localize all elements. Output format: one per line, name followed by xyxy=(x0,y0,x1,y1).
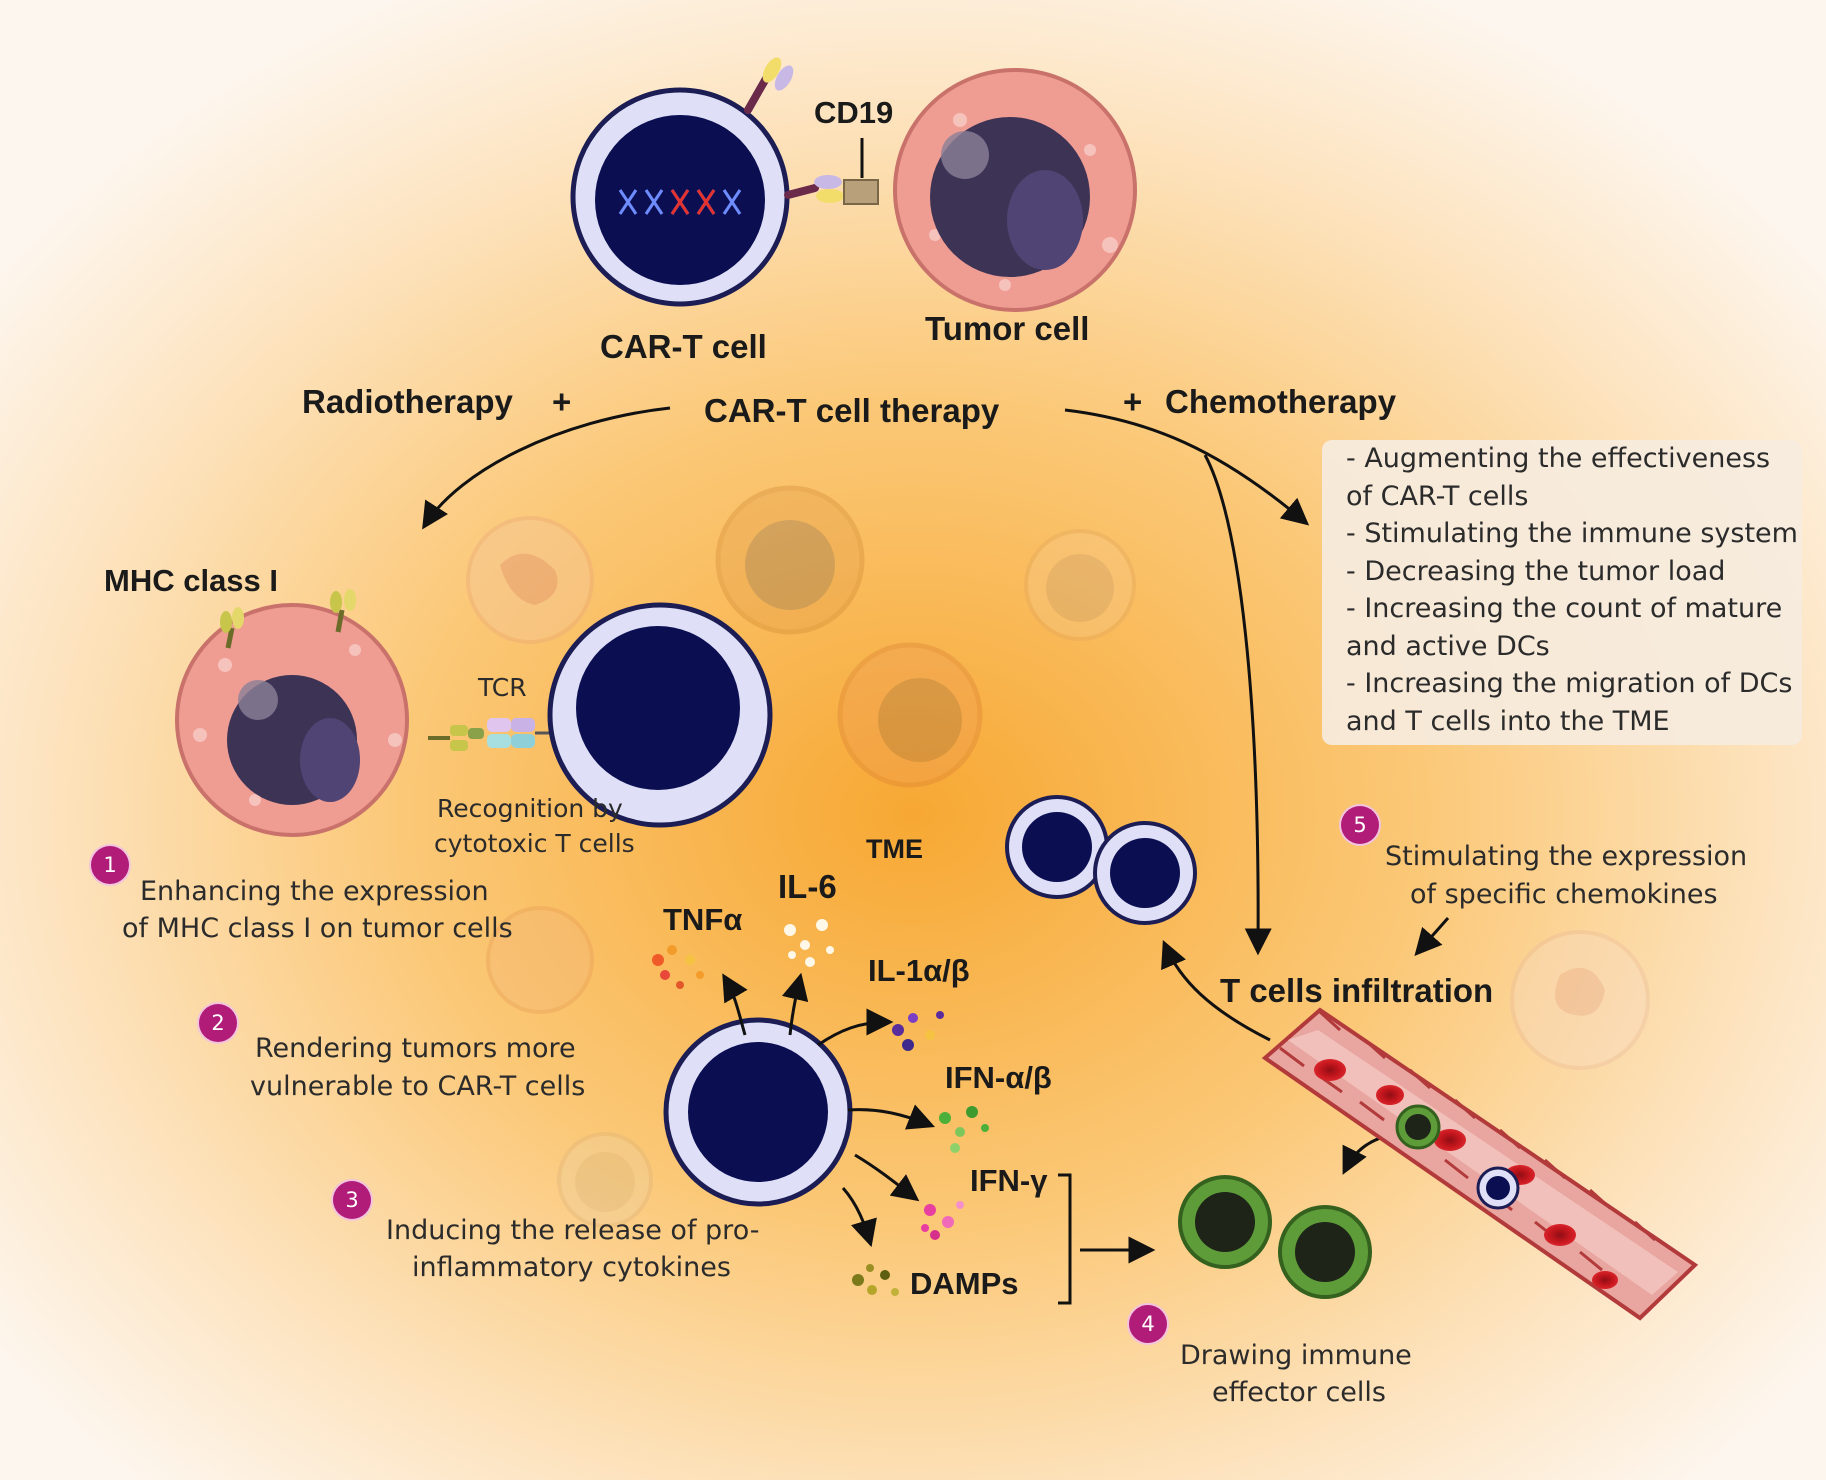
chemotherapy-label: Chemotherapy xyxy=(1165,383,1397,420)
step-badge-3: 3 xyxy=(333,1181,371,1219)
chemotherapy-effects-box xyxy=(1322,440,1802,745)
chemo-effect-item: and active DCs xyxy=(1346,630,1550,662)
damps-dots xyxy=(852,1264,899,1296)
il6-label: IL-6 xyxy=(778,868,837,905)
step-badge-2: 2 xyxy=(199,1004,237,1042)
cytokine-arrows xyxy=(722,917,1450,1264)
mhc-class-i-label: MHC class I xyxy=(104,563,279,598)
effector-cells-illustration xyxy=(1178,1175,1372,1299)
chemo-effect-item: - Increasing the migration of DCs xyxy=(1346,668,1793,699)
mhc-tumor-cell-illustration xyxy=(175,589,552,837)
ifn-ab-dots xyxy=(939,1106,989,1153)
car-t-therapy-label: CAR-T cell therapy xyxy=(704,392,1000,429)
il6-dots xyxy=(784,919,834,967)
step-2-line1: Rendering tumors more xyxy=(255,1033,576,1064)
therapy-arrows xyxy=(422,406,1310,956)
step-1-line1: Enhancing the expression xyxy=(140,876,489,907)
step-badge-5: 5 xyxy=(1341,806,1379,844)
damps-label: DAMPs xyxy=(910,1266,1019,1301)
ifn-g-dots xyxy=(921,1201,964,1240)
chemotherapy-effects-list: - Augmenting the effectiveness of CAR-T … xyxy=(1346,440,1798,740)
il1-dots xyxy=(892,1011,944,1051)
radiotherapy-plus: + xyxy=(552,383,572,420)
step-5-line1: Stimulating the expression xyxy=(1385,841,1748,872)
tme-label: TME xyxy=(866,834,923,864)
step-4-line1: Drawing immune xyxy=(1180,1340,1412,1371)
tnf-dots xyxy=(652,945,704,989)
step-5-line2: of specific chemokines xyxy=(1410,879,1718,910)
step-3-line2: inflammatory cytokines xyxy=(412,1252,731,1283)
step-badge-1: 1 xyxy=(91,846,129,884)
radiotherapy-label: Radiotherapy xyxy=(302,383,513,420)
cd19-antigen xyxy=(843,179,879,205)
step-1-line2: of MHC class I on tumor cells xyxy=(122,913,513,944)
recognition-label-line2: cytotoxic T cells xyxy=(434,829,635,858)
cytotoxic-t-cell-illustration xyxy=(547,602,773,828)
t-cells-infiltration-label: T cells infiltration xyxy=(1220,972,1494,1009)
blood-vessel-illustration xyxy=(1261,1007,1699,1321)
tumor-cell-label: Tumor cell xyxy=(925,310,1090,347)
chemotherapy-plus: + xyxy=(1123,383,1143,420)
step-2-line2: vulnerable to CAR-T cells xyxy=(250,1071,586,1102)
tnf-alpha-label: TNFα xyxy=(663,902,743,937)
cd19-label: CD19 xyxy=(814,95,894,130)
chemo-effect-item: and T cells into the TME xyxy=(1346,705,1670,737)
tcr-label: TCR xyxy=(478,673,527,702)
background-cells xyxy=(466,485,1650,1228)
chemo-effect-item: - Decreasing the tumor load xyxy=(1346,555,1726,587)
infiltrating-t-cells-illustration xyxy=(1005,795,1197,925)
dna-helix-icon xyxy=(618,189,742,215)
chemo-effect-item: - Augmenting the effectiveness xyxy=(1346,443,1771,474)
step-4-line2: effector cells xyxy=(1212,1377,1386,1408)
recognition-label-line1: Recognition by xyxy=(437,794,623,823)
chemo-effect-item: of CAR-T cells xyxy=(1346,480,1529,512)
tumor-cell-illustration xyxy=(893,68,1137,312)
ifn-ab-label: IFN-α/β xyxy=(945,1060,1052,1095)
car-t-cell-illustration xyxy=(570,57,844,307)
step-3-line1: Inducing the release of pro- xyxy=(386,1215,760,1246)
il1-label: IL-1α/β xyxy=(868,953,970,988)
ifn-gamma-label: IFN-γ xyxy=(970,1163,1048,1198)
cytokine-releasing-t-cell-illustration xyxy=(663,1017,853,1207)
chemo-effect-item: - Stimulating the immune system xyxy=(1346,518,1798,549)
car-t-cell-label: CAR-T cell xyxy=(600,328,767,365)
step-badge-4: 4 xyxy=(1129,1305,1167,1343)
mhc-receptor-icon xyxy=(220,589,356,649)
chemo-effect-item: - Increasing the count of mature xyxy=(1346,593,1783,624)
